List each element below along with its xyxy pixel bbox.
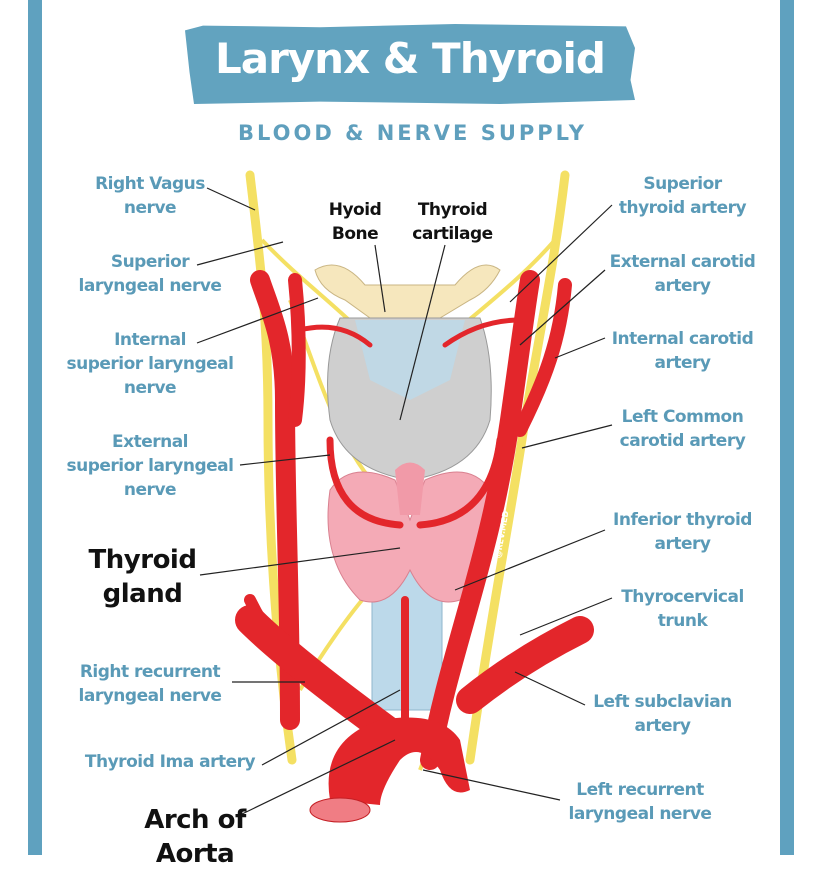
- label-inferior-thyroid-artery: Inferior thyroid artery: [613, 510, 752, 554]
- label-left-subclavian-artery: Left subclavian artery: [593, 692, 732, 736]
- label-thyroid-cartilage: Thyroid cartilage: [412, 200, 493, 244]
- leader-lines: [196, 187, 613, 816]
- label-thyrocervical-trunk: Thyrocervical trunk: [621, 587, 744, 631]
- hyoid-bone: [314, 264, 501, 319]
- label-arch-of-aorta: Arch of Aorta: [144, 805, 246, 869]
- label-internal-superior-laryngeal-nerve: Internal superior laryngeal nerve: [66, 330, 234, 398]
- page-subtitle: BLOOD & NERVE SUPPLY: [238, 121, 587, 145]
- pyramidal-lobe: [395, 462, 425, 515]
- label-internal-carotid-artery: Internal carotid artery: [611, 329, 754, 373]
- label-external-superior-laryngeal-nerve: External superior laryngeal nerve: [66, 432, 234, 500]
- arteries: [235, 270, 594, 770]
- label-right-vagus-nerve: Right Vagus nerve: [95, 174, 205, 218]
- thyrohyoid-membrane: [355, 320, 465, 400]
- label-superior-thyroid-artery: Superior thyroid artery: [618, 174, 747, 218]
- label-superior-laryngeal-nerve: Superior laryngeal nerve: [78, 252, 222, 296]
- label-left-recurrent-laryngeal-nerve: Left recurrent laryngeal nerve: [568, 780, 712, 824]
- aortic-arch: [328, 717, 470, 805]
- label-external-carotid-artery: External carotid artery: [609, 252, 756, 296]
- label-right-recurrent-laryngeal-nerve: Right recurrent laryngeal nerve: [78, 662, 222, 706]
- label-thyroid-gland: Thyroid gland: [88, 545, 197, 609]
- title-banner: [185, 24, 635, 104]
- aorta-opening: [309, 797, 371, 823]
- label-left-common-carotid-artery: Left Common carotid artery: [619, 407, 746, 451]
- left-frame-border: [28, 0, 42, 855]
- label-hyoid-bone: Hyoid Bone: [328, 200, 382, 244]
- page-title: Larynx & Thyroid: [214, 34, 606, 83]
- right-frame-border: [780, 0, 794, 855]
- label-thyroid-ima-artery: Thyroid Ima artery: [84, 752, 256, 772]
